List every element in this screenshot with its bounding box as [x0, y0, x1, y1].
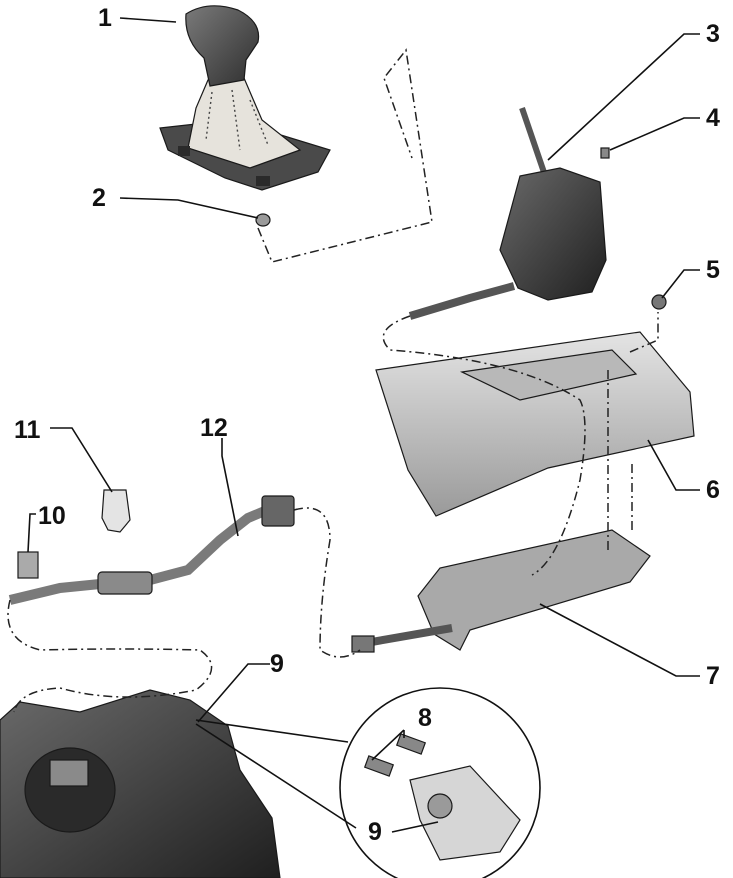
callout-3: 3: [706, 20, 720, 48]
panel-tab-left: [178, 146, 190, 156]
cover-opening: [459, 349, 638, 401]
callout-8: 8: [418, 704, 432, 732]
callout-7: 7: [706, 662, 720, 690]
transmission-housing: [0, 689, 281, 878]
panel-tab-right: [256, 176, 270, 186]
detail-bolt-b: [395, 733, 427, 755]
assembly-frame-dashed: [257, 48, 433, 263]
callout-12: 12: [200, 414, 228, 442]
base-rod: [359, 624, 453, 648]
callout-4: 4: [706, 104, 720, 132]
shift-boot: [187, 77, 302, 169]
knob-head: [185, 5, 260, 87]
bracket-part-10: [17, 551, 39, 579]
callout-10: 10: [38, 502, 66, 530]
callout-6: 6: [706, 476, 720, 504]
clip-part-2: [255, 213, 271, 227]
callout-11: 11: [14, 416, 41, 444]
cable-connector: [261, 495, 295, 527]
detail-bolt-a: [363, 755, 395, 777]
callout-9: 9: [270, 650, 284, 678]
housing-boss: [24, 747, 116, 833]
console-base: [351, 529, 651, 653]
callout-9-detail: 9: [368, 818, 382, 846]
housing-plug: [49, 759, 89, 787]
leader-lines: [27, 17, 700, 723]
callout-labels: 1 2 3 4 5 6 7 8 9 9 10 11 12: [14, 4, 720, 846]
selector-housing: [499, 167, 607, 301]
detail-bracket-hole: [427, 793, 453, 819]
detail-bracket: [409, 765, 521, 861]
gear-knob-assembly: [159, 5, 331, 191]
selector-mechanism: [408, 107, 607, 320]
base-rod-end: [351, 635, 375, 653]
cable-route-dashed-3: [7, 599, 213, 713]
callout-2: 2: [92, 184, 106, 212]
callout-5: 5: [706, 256, 720, 284]
nut-part-5: [651, 294, 667, 310]
mount-line-dashed: [607, 312, 659, 550]
cable-route-dashed-2: [293, 507, 361, 658]
bolt-part-4: [600, 147, 610, 159]
detail-inset: [195, 687, 541, 878]
console-cover: [375, 331, 695, 517]
cable-route-dashed: [382, 315, 586, 576]
shift-cable-part-12: [8, 495, 295, 605]
cable-sleeve: [97, 571, 153, 595]
boot-stitching: [205, 89, 269, 151]
selector-cable-stub: [408, 282, 516, 320]
callout-1: 1: [98, 4, 112, 32]
clip-part-11: [101, 489, 131, 533]
